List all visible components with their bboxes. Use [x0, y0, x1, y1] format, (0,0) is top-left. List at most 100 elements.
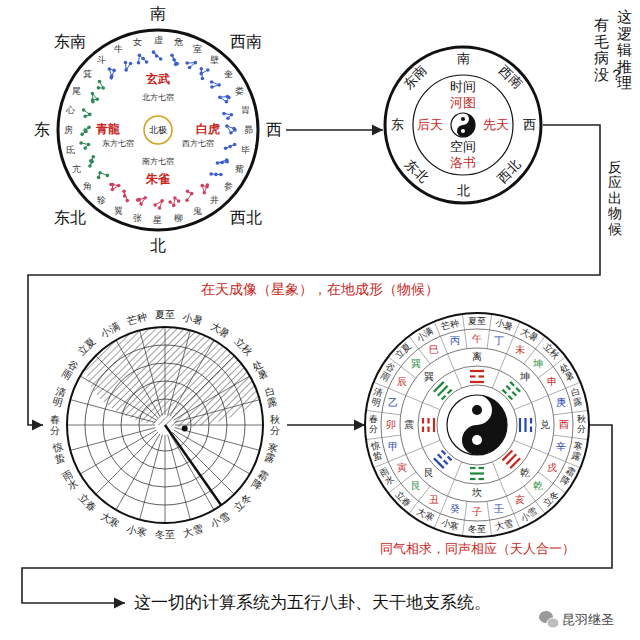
node-text: 斗 [96, 54, 107, 64]
star-dot [168, 200, 172, 204]
star-dot [153, 203, 157, 207]
pole-star-ring [144, 116, 172, 144]
luopan-compass: 夏至小暑大暑立秋处暑白露秋分寒露霜降立冬小雪大雪冬至小寒大寒立春雨水惊蛰春分清明… [365, 313, 589, 537]
node-text: 夏至 [467, 316, 487, 326]
star-dot [129, 62, 133, 66]
compass-ring [400, 348, 554, 502]
star-dot [109, 183, 113, 187]
node-text: 小寒 [124, 523, 148, 540]
yin-yang-disc [447, 395, 507, 455]
cell-divider [492, 462, 506, 496]
star-dot [200, 184, 204, 188]
node-text: 白露 [263, 384, 280, 408]
node-text: 乾 [532, 480, 544, 492]
star-dot [224, 146, 228, 150]
star-dot [97, 86, 101, 90]
node-text: 胃 [240, 105, 251, 115]
trigram-bar [422, 427, 424, 433]
star-dot [117, 184, 121, 188]
node-text: 坤 [532, 358, 544, 370]
cell-divider [406, 396, 440, 410]
trigram-bar [502, 390, 506, 394]
trigram-symbol [423, 418, 434, 432]
conclusion-box: 这一切的计算系统为五行八卦、天干地支系统。 [125, 591, 492, 615]
node-text: 东北 [53, 208, 87, 226]
star-dot [96, 98, 100, 102]
star-dot [199, 72, 203, 76]
trigram-bar [448, 390, 452, 394]
node-text: 丑 [428, 494, 440, 506]
star-dot [219, 173, 223, 177]
node-text: 女 [132, 37, 143, 47]
node-text: 娄 [234, 86, 245, 96]
trigram-bar [470, 370, 484, 372]
star-dot [155, 54, 159, 58]
star-dot [205, 185, 209, 189]
sun-dot [182, 425, 188, 431]
node-text: 东 [33, 121, 51, 139]
star-dot [136, 198, 140, 202]
star-dot [111, 188, 115, 192]
trigram-bar [434, 382, 444, 392]
star-dot [202, 191, 206, 195]
star-dot [145, 60, 149, 64]
flow-arrow [287, 424, 365, 426]
star-dot [201, 77, 205, 81]
star-dot [190, 192, 194, 196]
yin-yang-dot [472, 435, 482, 445]
star-dot [158, 206, 162, 210]
cell-divider [487, 314, 492, 349]
node-text: 鬼 [192, 206, 203, 216]
dial-spoke [174, 376, 250, 420]
node-text: 酉 [558, 419, 570, 431]
star-dot [124, 68, 128, 72]
node-text: 星 [152, 215, 163, 225]
star-dot [226, 116, 230, 120]
trigram-bar [427, 418, 429, 424]
dial-spoke [116, 340, 160, 416]
node-text: 巳 [428, 344, 440, 356]
node-text: 乾 [519, 467, 531, 479]
note-label: 昆羽继圣 [561, 613, 615, 628]
trigram-bar [519, 418, 521, 432]
solar-term-dial: 夏至小暑大暑立秋处暑白露秋分寒露霜降立冬小雪大雪冬至小寒大寒立春雨水惊蛰春分清明… [43, 303, 287, 547]
node-text: 尾 [71, 86, 82, 96]
cell-divider [487, 501, 492, 536]
star-dot [106, 174, 110, 178]
star-dot [152, 50, 156, 54]
star-dot [97, 176, 101, 180]
star-dot [228, 145, 232, 149]
star-dot [170, 54, 174, 58]
edge-label: 反应出物候 [607, 160, 623, 237]
node-text: 东南 [53, 33, 87, 51]
node-text: 时间 [449, 80, 477, 95]
hetu-luoshu-circle: 南西南西西北北东北东东南时间河图后天先天空间洛书 [383, 45, 543, 205]
cell-divider [448, 462, 462, 496]
trigram-symbol [520, 418, 531, 432]
node-text: 春分 [368, 415, 379, 435]
star-dot [139, 202, 143, 206]
compass-outline [365, 313, 589, 537]
node-text: 申 [546, 376, 558, 388]
star-dot [225, 100, 229, 104]
node-text: 庚 [555, 397, 567, 409]
node-text: 大雪 [181, 523, 205, 540]
dial-spoke [170, 434, 214, 510]
node-text: 亢 [71, 164, 82, 174]
yin-yang-dot [461, 117, 465, 121]
star-dot [83, 146, 87, 150]
node-text: 室 [192, 44, 203, 54]
star-dot [233, 143, 237, 147]
node-text: 惊蛰 [50, 441, 67, 465]
dial-outline [67, 327, 263, 523]
node-text: 戌 [546, 463, 558, 475]
star-dot [200, 67, 204, 71]
star-dot [216, 161, 220, 165]
node-text: 空间 [449, 140, 477, 155]
node-text: 箕 [82, 69, 93, 79]
star-dot [124, 61, 128, 65]
star-dot [172, 58, 176, 62]
node-illustration [385, 47, 541, 203]
node-text: 西方七宿 [181, 139, 215, 148]
node-text: 东 [390, 118, 405, 132]
